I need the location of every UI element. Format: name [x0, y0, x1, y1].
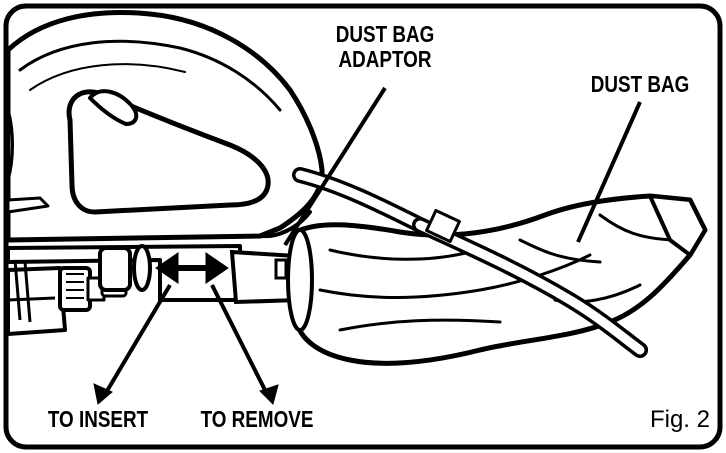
insert-pointer-arrow [93, 283, 172, 405]
dust-bag-label-text: DUST BAG [590, 71, 690, 97]
remove-pointer-arrow [210, 284, 279, 405]
adaptor-leader-line [283, 86, 387, 247]
to-insert-label: TO INSERT [18, 407, 178, 432]
adaptor-label-line1: DUST BAG [335, 21, 435, 47]
dust-bag-adaptor-label: DUST BAG ADAPTOR [300, 22, 470, 72]
insert-remove-arrow [155, 252, 229, 284]
dust-bag-assembly [286, 167, 708, 366]
base-mechanism [6, 244, 242, 336]
to-remove-label: TO REMOVE [172, 407, 342, 432]
to-insert-label-text: TO INSERT [47, 406, 149, 432]
figure-number-label: Fig. 2 [649, 406, 710, 433]
to-remove-label-text: TO REMOVE [200, 406, 314, 432]
tool-body [5, 10, 325, 243]
adaptor-label-line2: ADAPTOR [338, 46, 432, 72]
dust-bag-label: DUST BAG [565, 72, 715, 97]
dust-bag-leader-line [576, 101, 642, 243]
